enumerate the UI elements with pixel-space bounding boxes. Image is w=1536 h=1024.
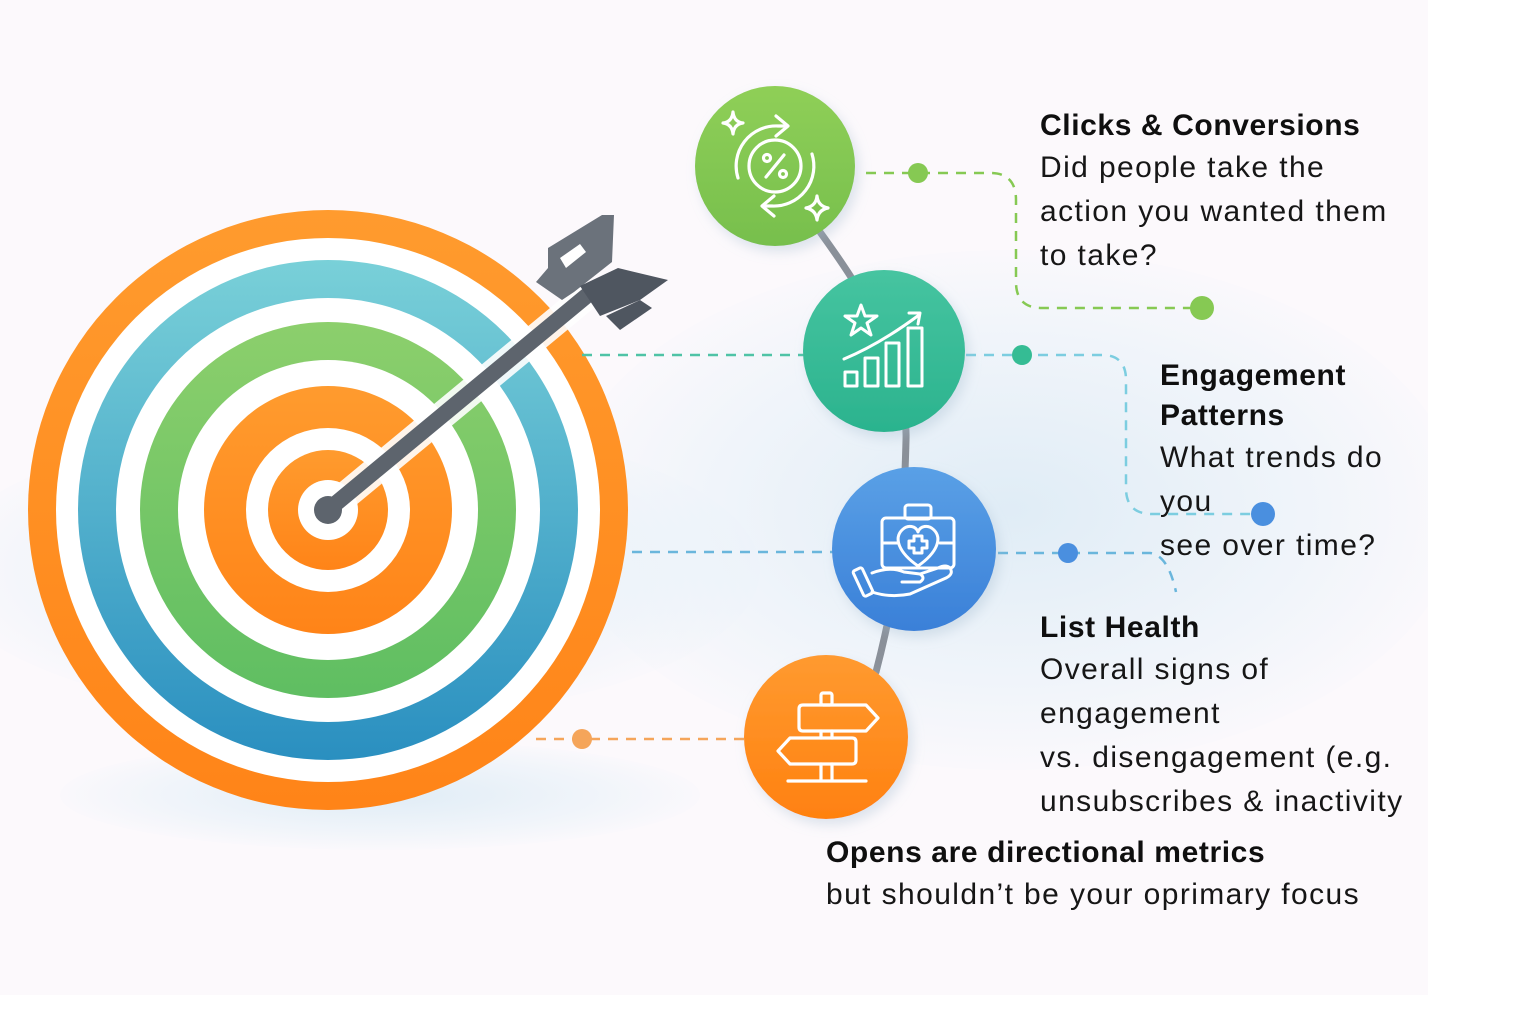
connector-engagement xyxy=(582,345,1275,526)
step-title: Clicks & Conversions xyxy=(1040,109,1361,142)
step-title: List Health xyxy=(1040,611,1200,644)
step-clicks-text: Clicks & Conversions Did people take the… xyxy=(1040,106,1388,278)
step-description-line: but shouldn’t be your oprimary focus xyxy=(826,878,1360,911)
step-description-line: Overall signs of engagement xyxy=(1040,653,1270,730)
step-engagement-text: Engagement Patterns What trends do you s… xyxy=(1160,356,1428,568)
step-title: Opens are directional metrics xyxy=(826,836,1266,869)
signpost-directions-icon xyxy=(776,691,880,783)
hand-medical-kit-heart-icon xyxy=(851,503,956,598)
connector-list-health xyxy=(632,543,1178,593)
infographic-canvas: Clicks & Conversions Did people take the… xyxy=(0,86,1428,917)
step-title: Engagement Patterns xyxy=(1160,359,1347,432)
step-opens-text: Opens are directional metrics but should… xyxy=(826,833,1360,917)
rising-bar-chart-star-icon xyxy=(842,303,924,388)
step-engagement-badge xyxy=(803,270,965,432)
connector-opens xyxy=(536,729,746,749)
percent-cycle-arrows-icon xyxy=(721,110,830,222)
arrow-icon xyxy=(314,215,668,524)
step-description-line: Did people take the xyxy=(1040,151,1326,184)
step-description-line: to take? xyxy=(1040,239,1158,272)
step-description-line: vs. disengagement (e.g. xyxy=(1040,741,1393,774)
diagram-artwork xyxy=(28,86,1275,819)
step-list-health-text: List Health Overall signs of engagement … xyxy=(1040,608,1428,824)
connector-clicks xyxy=(866,163,1214,320)
step-description-line: action you wanted them xyxy=(1040,195,1388,228)
step-description-line: see over time? xyxy=(1160,529,1377,562)
step-description-line: What trends do you xyxy=(1160,441,1384,518)
background-haze xyxy=(560,250,1428,770)
step-description-line: unsubscribes & inactivity xyxy=(1040,785,1404,818)
